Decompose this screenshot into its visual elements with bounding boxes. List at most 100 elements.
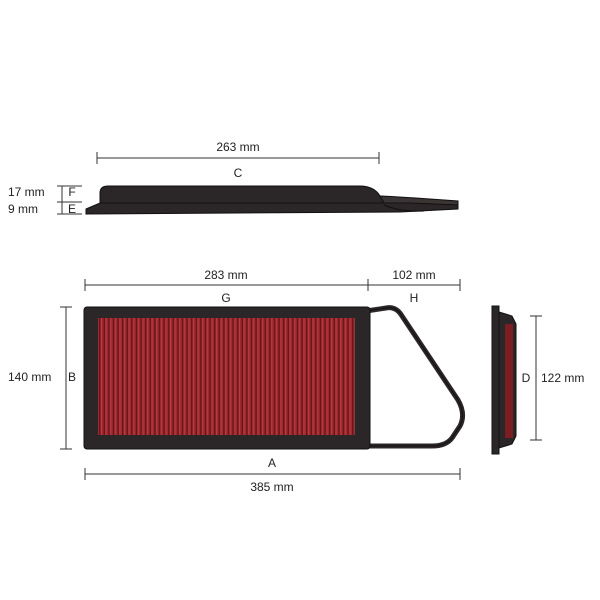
pleat-stripe [209, 318, 211, 435]
pleat-highlight [179, 318, 181, 435]
pleat-stripe [108, 318, 110, 435]
dimension-h-value: 102 mm [392, 268, 435, 282]
pleat-stripe [347, 318, 349, 435]
pleat-stripe [140, 318, 142, 435]
pleat-highlight [133, 318, 135, 435]
pleat-highlight [321, 318, 323, 435]
pleat-stripe [310, 318, 312, 435]
pleat-highlight [137, 318, 139, 435]
pleat-stripe [273, 318, 276, 435]
dimension-c-letter: C [234, 166, 243, 180]
pleat-stripe [250, 318, 253, 435]
pleat-highlight [262, 318, 263, 435]
pleat-highlight [174, 318, 176, 435]
pleat-highlight [317, 318, 319, 435]
pleat-stripe [338, 318, 340, 435]
dimension-b-letter: B [68, 370, 76, 384]
pleat-stripe [329, 318, 331, 435]
pleat-stripe [232, 318, 234, 435]
pleat-highlight [165, 318, 167, 435]
pleat-highlight [303, 318, 305, 435]
pleat-stripe [168, 318, 170, 435]
pleat-stripe [195, 318, 197, 435]
pleat-stripe [287, 318, 289, 435]
pleat-stripe [241, 318, 243, 435]
dimension-b: 140 mm B [8, 306, 76, 450]
pleat-highlight [234, 318, 236, 435]
pleat-stripe [260, 318, 262, 435]
pleat-highlight [114, 318, 116, 435]
pleat-stripe [223, 318, 225, 435]
pleat-stripe [177, 318, 179, 435]
pleat-highlight [225, 318, 227, 435]
pleat-stripe [315, 318, 317, 435]
dimension-a-letter: A [268, 456, 276, 470]
pleat-highlight [335, 318, 337, 435]
pleat-highlight [298, 318, 300, 435]
pleat-highlight [266, 318, 268, 435]
pleat-stripe [200, 318, 202, 435]
pleat-highlight [312, 318, 314, 435]
pleat-stripe [306, 318, 308, 435]
pleat-highlight [331, 318, 332, 435]
pleat-highlight [142, 318, 144, 435]
pleat-highlight [124, 318, 125, 435]
pleat-highlight [239, 318, 240, 435]
pleat-highlight [289, 318, 291, 435]
pleat-highlight [220, 318, 222, 435]
pleat-highlight [101, 318, 102, 435]
dimension-g-value: 283 mm [204, 268, 247, 282]
pleat-highlight [308, 318, 309, 435]
pleat-stripe [324, 318, 326, 435]
pleat-stripe [122, 318, 124, 435]
pleat-highlight [344, 318, 346, 435]
pleat-highlight [243, 318, 245, 435]
pleat-highlight [271, 318, 273, 435]
filter-media-pleats [99, 318, 355, 435]
pleat-highlight [202, 318, 204, 435]
dimension-e-value: 9 mm [8, 202, 38, 216]
pleat-stripe [131, 318, 133, 435]
pleat-stripe [181, 318, 184, 435]
pleat-stripe [218, 318, 220, 435]
dimension-e-letter: E [68, 202, 76, 216]
pleat-highlight [151, 318, 153, 435]
pleat-stripe [333, 318, 335, 435]
pleat-highlight [128, 318, 130, 435]
pleat-highlight [326, 318, 328, 435]
pleat-highlight [257, 318, 259, 435]
pleat-stripe [126, 318, 128, 435]
pleat-highlight [119, 318, 121, 435]
pleat-stripe [319, 318, 322, 435]
pleat-stripe [145, 318, 147, 435]
dimension-d-value: 122 mm [541, 371, 584, 385]
filter-side-profile [85, 185, 459, 215]
pleat-stripe [214, 318, 216, 435]
pleat-stripe [292, 318, 294, 435]
dimension-b-value: 140 mm [8, 370, 51, 384]
pleat-highlight [197, 318, 199, 435]
pleat-stripe [264, 318, 266, 435]
dimension-a: A 385 mm [84, 456, 461, 494]
dimension-h: 102 mm H [367, 268, 461, 305]
pleat-highlight [294, 318, 296, 435]
pleat-stripe [301, 318, 303, 435]
dimension-d: D 122 mm [522, 315, 584, 441]
pleat-stripe [283, 318, 285, 435]
pleat-stripe [278, 318, 280, 435]
filter-front-view [83, 305, 466, 450]
dimension-g: 283 mm G [84, 268, 368, 305]
pleat-highlight [285, 318, 286, 435]
pleat-highlight [349, 318, 351, 435]
pleat-highlight [147, 318, 148, 435]
pleat-stripe [172, 318, 174, 435]
pleat-highlight [252, 318, 254, 435]
pleat-stripe [135, 318, 138, 435]
pleat-stripe [163, 318, 165, 435]
pleat-highlight [211, 318, 213, 435]
dimension-a-value: 385 mm [250, 480, 293, 494]
pleat-stripe [99, 318, 101, 435]
pleat-highlight [216, 318, 217, 435]
pleat-highlight [193, 318, 194, 435]
